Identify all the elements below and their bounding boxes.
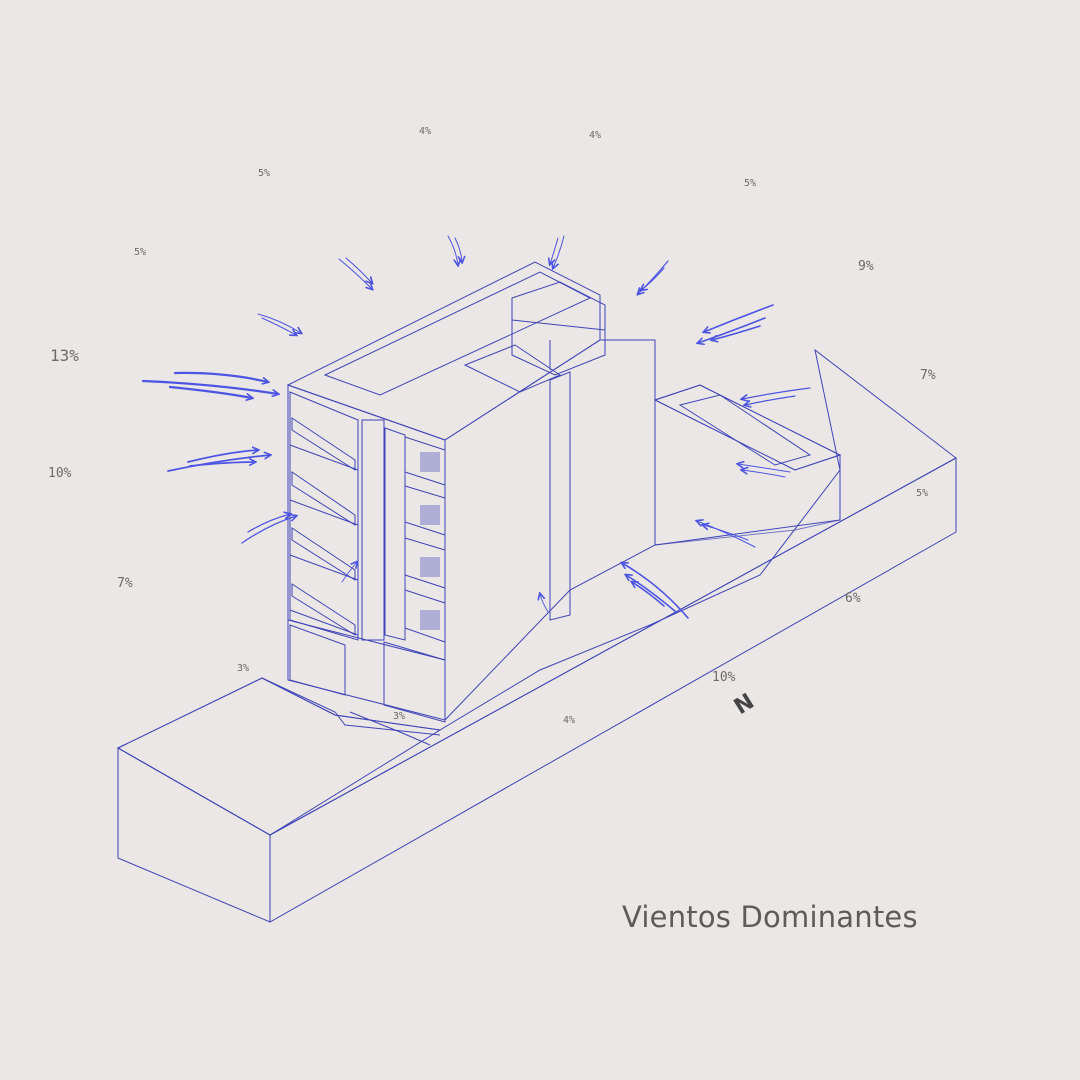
wind-arrow-southwest [241, 514, 296, 544]
site-block [116, 348, 957, 923]
main-building [286, 261, 656, 723]
wind-arrow-courtyard [738, 464, 791, 478]
wind-pct-se: 6% [845, 591, 861, 606]
balconies [289, 391, 385, 641]
wind-pct-nw: 5% [134, 247, 146, 258]
wind-arrows [141, 235, 811, 619]
wind-arrow-west [167, 450, 270, 472]
windows [404, 436, 446, 643]
wind-arrow-east-southeast [742, 387, 811, 405]
wind-arrow-north [447, 235, 462, 265]
wind-arrow-lightwell [540, 594, 549, 613]
wind-arrow-south [622, 563, 689, 619]
wind-arrow-east [698, 304, 774, 343]
wind-arrow-southeast [697, 521, 756, 548]
wind-pct-ese: 5% [916, 488, 928, 499]
wind-pct-n-2: 4% [589, 130, 601, 141]
wind-pct-n-1: 4% [419, 126, 431, 137]
wind-pct-sw: 7% [117, 576, 133, 591]
wind-pct-nne: 5% [744, 178, 756, 189]
wind-pct-w-strong: 13% [50, 346, 79, 365]
wind-pct-front: 3% [393, 711, 405, 722]
north-indicator: N [730, 689, 759, 720]
wind-pct-s: 10% [712, 670, 736, 685]
wind-arrow-northwest [257, 313, 301, 335]
wind-pct-e: 7% [920, 368, 936, 383]
wind-pct-w: 10% [48, 466, 72, 481]
wind-pct-ssw: 3% [237, 663, 249, 674]
wind-arrow-west-strong [141, 371, 278, 398]
wind-percentage-labels: 4% 4% 5% 5% 5% 9% 13% 7% 10% 5% 7% 6% 3%… [48, 126, 936, 726]
wind-arrow-northeast [638, 260, 669, 294]
wind-pct-nnw: 5% [258, 168, 270, 179]
wind-arrow-north-northwest [338, 257, 372, 289]
diagram-title: Vientos Dominantes [622, 900, 918, 934]
wind-arrow-north-northeast [550, 235, 565, 268]
wind-pct-ssE: 4% [563, 715, 575, 726]
wind-pct-ne: 9% [858, 259, 874, 274]
wind-arrow-front [341, 562, 357, 583]
